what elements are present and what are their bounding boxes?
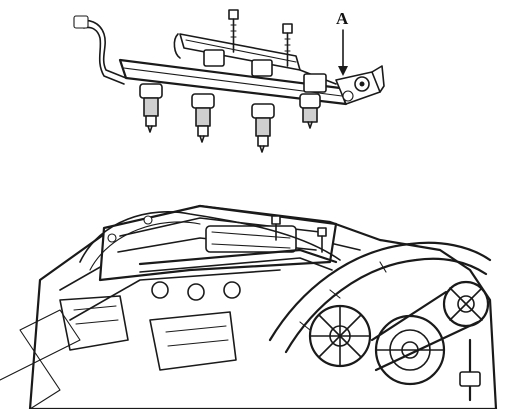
fuel-injector-3 (251, 103, 275, 153)
rail-mounting-bolt-1 (228, 9, 239, 53)
cooling-fan (308, 304, 372, 368)
drive-belt (370, 290, 480, 372)
rail-mounting-bolt-2 (282, 23, 293, 67)
oil-dipstick (459, 338, 481, 402)
coolant-hose (268, 241, 492, 354)
installed-fuel-rail (138, 248, 338, 301)
callout-a: A (336, 9, 349, 76)
fuel-rail-tube (118, 33, 348, 106)
fuel-feed-line (73, 15, 127, 85)
intake-manifold (59, 295, 237, 371)
rail-end-fitting (335, 65, 385, 105)
fuel-injector-2 (191, 93, 215, 143)
callout-a-label: A (336, 9, 349, 28)
wiring-harness (79, 211, 341, 271)
fuel-rail-assembly: A (73, 9, 385, 153)
engine-assembly (0, 204, 498, 409)
fuel-injector-1 (139, 83, 163, 133)
fuel-injector-4 (299, 93, 321, 129)
alternator-pulley (442, 280, 490, 328)
crankshaft-pulley (374, 314, 446, 386)
callout-a-arrowhead (338, 66, 348, 76)
